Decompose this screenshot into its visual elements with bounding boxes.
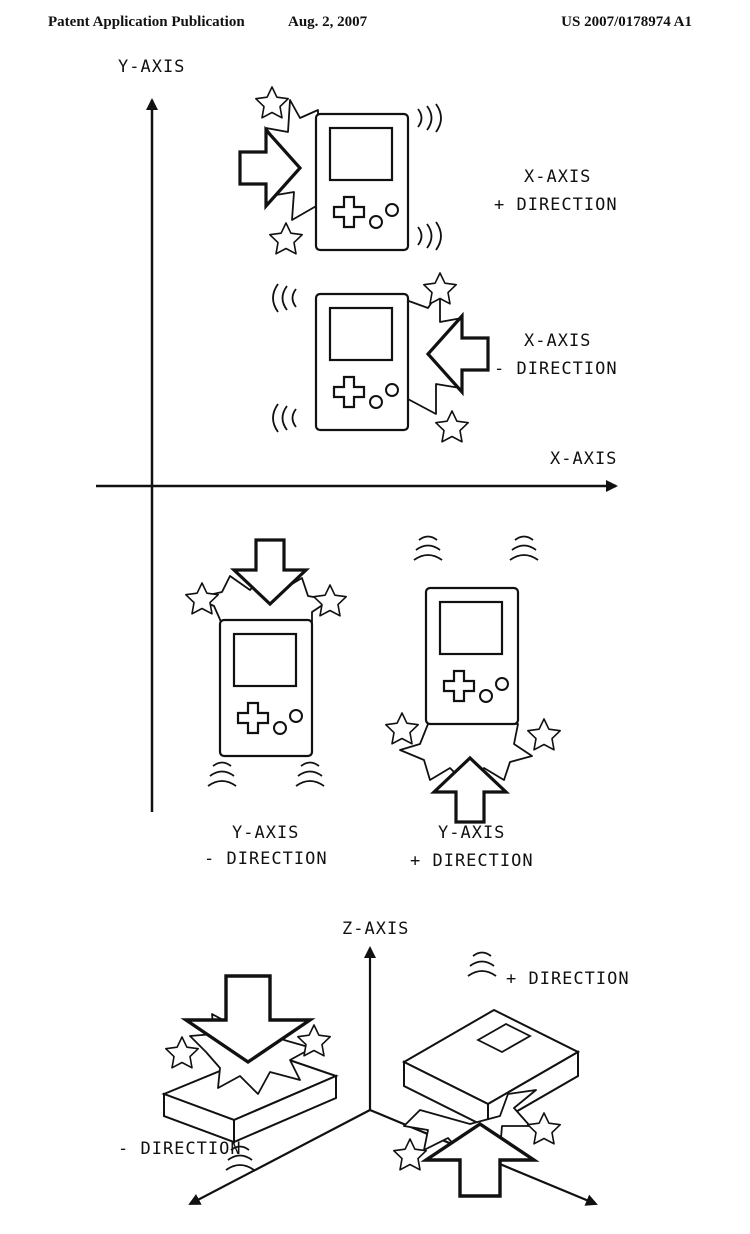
slab-screen	[476, 1022, 532, 1054]
device-x-plus	[238, 86, 442, 255]
patent-header: Patent Application Publication Aug. 2, 2…	[0, 14, 750, 42]
vibration-arcs-icon	[272, 403, 297, 433]
star-icon	[255, 86, 290, 119]
arrow-left-icon	[425, 311, 490, 397]
vibration-arcs-icon	[295, 761, 325, 787]
vibration-arcs-icon	[207, 761, 237, 787]
arrow-right-icon	[238, 125, 303, 211]
star-icon	[434, 410, 470, 443]
x-minus-label-line2: - DIRECTION	[494, 359, 618, 379]
star-icon	[526, 718, 562, 751]
device-y-minus	[185, 538, 348, 787]
vibration-arcs-icon	[509, 535, 539, 561]
device-z-minus	[161, 974, 339, 1171]
arrow-down-icon	[229, 538, 311, 607]
vibration-arcs-icon	[417, 103, 442, 133]
device-x-minus	[272, 272, 490, 443]
arrow-up-icon	[420, 1121, 540, 1198]
y-axis-label: Y-AXIS	[118, 57, 185, 77]
y-plus-label-line2: + DIRECTION	[410, 851, 534, 871]
publication-date: Aug. 2, 2007	[288, 14, 368, 30]
arrow-down-icon	[180, 974, 316, 1065]
star-icon	[185, 582, 219, 615]
device-z-plus	[392, 951, 581, 1198]
vibration-arcs-icon	[417, 221, 442, 251]
publication-number: US 2007/0178974 A1	[561, 14, 692, 30]
y-plus-label-line1: Y-AXIS	[438, 823, 505, 843]
publication-title: Patent Application Publication	[48, 14, 245, 30]
axis-3d-left-line	[188, 1109, 371, 1205]
star-icon	[392, 1138, 428, 1171]
x-plus-label-line1: X-AXIS	[524, 167, 591, 187]
device-y-plus	[384, 535, 562, 824]
y-minus-label-line2: - DIRECTION	[204, 849, 328, 869]
star-icon	[422, 272, 458, 305]
vibration-arcs-icon	[413, 535, 443, 561]
star-icon	[312, 584, 348, 617]
z-minus-label: - DIRECTION	[118, 1139, 242, 1159]
vibration-arcs-icon	[467, 951, 497, 977]
y-minus-label-line1: Y-AXIS	[232, 823, 299, 843]
x-minus-label-line1: X-AXIS	[524, 331, 591, 351]
star-icon	[384, 712, 420, 745]
arrow-up-icon	[429, 755, 511, 824]
x-axis-label: X-AXIS	[550, 449, 617, 469]
z-axis-label: Z-AXIS	[342, 919, 409, 939]
vibration-arcs-icon	[272, 283, 297, 313]
z-plus-label: + DIRECTION	[506, 969, 630, 989]
star-icon	[526, 1112, 562, 1145]
slab-side	[233, 1074, 337, 1144]
star-icon	[268, 222, 304, 255]
star-icon	[165, 1036, 199, 1069]
x-plus-label-line2: + DIRECTION	[494, 195, 618, 215]
